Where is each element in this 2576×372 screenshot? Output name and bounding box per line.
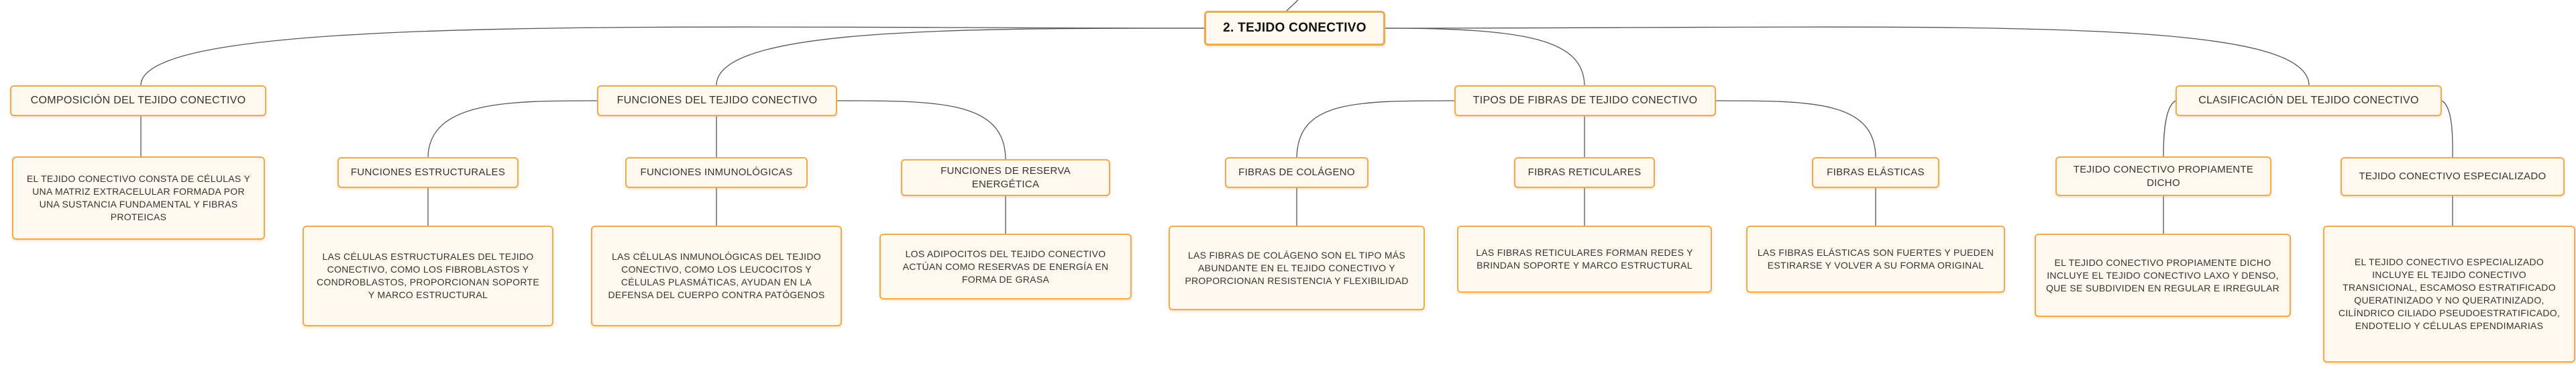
leaf-fibras-colageno[interactable]: LAS FIBRAS DE COLÁGENO SON EL TIPO MÁS A…: [1169, 226, 1425, 310]
subtopic-especializado[interactable]: TEJIDO CONECTIVO ESPECIALIZADO: [2341, 157, 2565, 196]
subtopic-funciones-inmunologicas[interactable]: FUNCIONES INMUNOLÓGICAS: [625, 157, 808, 188]
leaf-propiamente-dicho[interactable]: EL TEJIDO CONECTIVO PROPIAMENTE DICHO IN…: [2035, 234, 2291, 317]
leaf-fibras-reticulares[interactable]: LAS FIBRAS RETICULARES FORMAN REDES Y BR…: [1457, 226, 1712, 293]
topic-funciones[interactable]: FUNCIONES DEL TEJIDO CONECTIVO: [597, 85, 837, 116]
topic-composicion[interactable]: COMPOSICIÓN DEL TEJIDO CONECTIVO: [10, 85, 266, 116]
connector-line: [2163, 100, 2176, 157]
subtopic-propiamente-dicho[interactable]: TEJIDO CONECTIVO PROPIAMENTE DICHO: [2055, 156, 2271, 196]
connector-line: [1715, 100, 1876, 158]
leaf-funciones-estructurales[interactable]: LAS CÉLULAS ESTRUCTURALES DEL TEJIDO CON…: [303, 226, 553, 326]
leaf-especializado[interactable]: EL TEJIDO CONECTIVO ESPECIALIZADO INCLUY…: [2323, 226, 2575, 363]
connector-line: [837, 100, 1006, 160]
topic-tipos-fibras[interactable]: TIPOS DE FIBRAS DE TEJIDO CONECTIVO: [1454, 85, 1716, 116]
connector-line: [1385, 26, 2310, 86]
connector-line: [140, 26, 1205, 86]
subtopic-fibras-reticulares[interactable]: FIBRAS RETICULARES: [1514, 157, 1655, 188]
root-topic[interactable]: 2. TEJIDO CONECTIVO: [1204, 11, 1385, 46]
connector-line: [427, 100, 598, 158]
connector-line: [1286, 0, 1299, 11]
connector-line: [1296, 100, 1455, 158]
leaf-fibras-elasticas[interactable]: LAS FIBRAS ELÁSTICAS SON FUERTES Y PUEDE…: [1746, 226, 2005, 293]
subtopic-fibras-colageno[interactable]: FIBRAS DE COLÁGENO: [1225, 157, 1368, 188]
topic-clasificacion[interactable]: CLASIFICACIÓN DEL TEJIDO CONECTIVO: [2176, 85, 2442, 116]
connector-line: [1385, 28, 1585, 86]
subtopic-funciones-reserva[interactable]: FUNCIONES DE RESERVA ENERGÉTICA: [901, 159, 1110, 196]
subtopic-fibras-elasticas[interactable]: FIBRAS ELÁSTICAS: [1812, 157, 1939, 188]
connector-line: [716, 28, 1205, 86]
leaf-funciones-inmunologicas[interactable]: LAS CÉLULAS INMUNOLÓGICAS DEL TEJIDO CON…: [591, 226, 842, 326]
leaf-composicion[interactable]: EL TEJIDO CONECTIVO CONSTA DE CÉLULAS Y …: [12, 156, 265, 240]
subtopic-funciones-estructurales[interactable]: FUNCIONES ESTRUCTURALES: [337, 157, 519, 188]
leaf-funciones-reserva[interactable]: LOS ADIPOCITOS DEL TEJIDO CONECTIVO ACTÚ…: [879, 234, 1132, 299]
connector-line: [2441, 100, 2453, 158]
